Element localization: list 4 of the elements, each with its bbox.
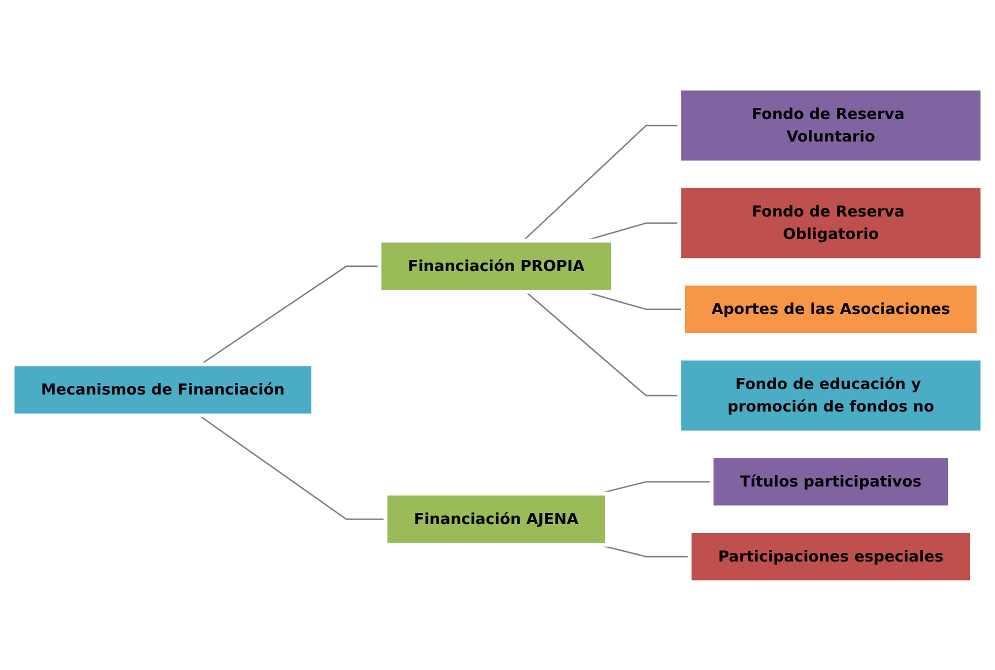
connector [200, 265, 380, 364]
connector [522, 124, 680, 241]
connector [525, 290, 680, 396]
diagram: Mecanismos de Financiación Financiación PROPIA Fondo de Reserva Voluntario Fondo de Reserva Obligatorio Aportes de las Asociaciones Fondo de educación y promoción de fondos no Financiación AJENA Títulos participativos Participaciones especiales [5, 80, 990, 590]
